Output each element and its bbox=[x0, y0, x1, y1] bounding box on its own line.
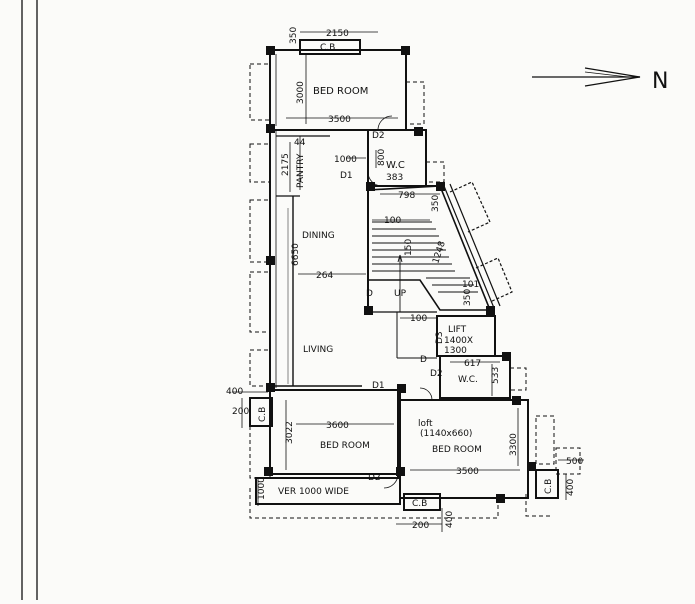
wc-right-label: W.C. bbox=[458, 375, 478, 385]
dim-3500-bottom: 3500 bbox=[456, 467, 479, 477]
bed-room-top-label: BED ROOM bbox=[313, 86, 368, 97]
door-d2-top: D2 bbox=[372, 131, 385, 141]
dim-400-bottom: 400 bbox=[445, 511, 455, 528]
bed-room-left-label: BED ROOM bbox=[320, 441, 370, 451]
dim-2150: 2150 bbox=[326, 29, 349, 39]
wc-top-label: W.C bbox=[386, 160, 405, 171]
lift-label-3: 1300 bbox=[444, 346, 467, 356]
dim-3500-top: 3500 bbox=[328, 115, 351, 125]
dim-383: 383 bbox=[386, 173, 403, 183]
dim-3600: 3600 bbox=[326, 421, 349, 431]
dining-label: DINING bbox=[302, 231, 335, 241]
lift-label-1: LIFT bbox=[448, 325, 467, 335]
door-d3: D3 bbox=[435, 331, 445, 344]
dim-500: 500 bbox=[566, 457, 583, 467]
dim-400-right: 400 bbox=[566, 479, 576, 496]
dim-3300: 3300 bbox=[509, 433, 519, 456]
columns bbox=[264, 46, 536, 503]
cupboard-top-label: C.B bbox=[320, 43, 335, 53]
dim-350-stair: 350 bbox=[431, 195, 441, 212]
north-label: N bbox=[652, 69, 668, 94]
dimension-lines bbox=[232, 31, 584, 532]
dim-100-stair: 100 bbox=[384, 216, 401, 226]
dim-200-bottom: 200 bbox=[412, 521, 429, 531]
door-d1-lower: D1 bbox=[372, 381, 385, 391]
bed-room-right-label: BED ROOM bbox=[432, 445, 482, 455]
dim-1000-ver: 1000 bbox=[257, 477, 267, 500]
cupboard-left-label: C.B bbox=[258, 407, 268, 422]
dim-400-left: 400 bbox=[226, 387, 243, 397]
verandah-label: VER 1000 WIDE bbox=[278, 487, 349, 497]
dim-533: 533 bbox=[491, 367, 501, 384]
door-d-left: D bbox=[366, 289, 373, 299]
walls bbox=[249, 39, 559, 511]
stair-up-label: UP bbox=[394, 289, 407, 299]
staircase-steps bbox=[372, 221, 478, 312]
north-arrow-icon bbox=[532, 67, 641, 87]
dim-1000-wc: 1000 bbox=[334, 155, 357, 165]
lift-label-2: 1400X bbox=[444, 336, 473, 346]
dim-150: 150 bbox=[404, 239, 414, 256]
dim-6650: 6650 bbox=[291, 243, 301, 266]
dim-101: 101 bbox=[462, 280, 479, 290]
dim-3022: 3022 bbox=[285, 421, 295, 444]
dim-264: 264 bbox=[316, 271, 333, 281]
pantry-label: PANTRY bbox=[296, 153, 306, 188]
loft-label-2: (1140x660) bbox=[420, 429, 472, 439]
door-d2-bottom: D2 bbox=[368, 473, 381, 483]
dim-617: 617 bbox=[464, 359, 481, 369]
dim-798: 798 bbox=[398, 191, 415, 201]
dim-44: 44 bbox=[294, 138, 306, 148]
door-swings bbox=[367, 115, 433, 489]
stair-window bbox=[443, 181, 513, 309]
dim-100-lift: 100 bbox=[410, 314, 427, 324]
cupboard-right-label: C.B bbox=[544, 479, 554, 494]
door-d1-upper: D1 bbox=[340, 171, 353, 181]
door-d2-wc: D2 bbox=[430, 369, 443, 379]
dim-2175: 2175 bbox=[281, 153, 291, 176]
door-d-mid: D bbox=[420, 355, 427, 365]
living-label: LIVING bbox=[303, 345, 333, 355]
window-outlines bbox=[249, 63, 581, 519]
dim-3000: 3000 bbox=[296, 81, 306, 104]
dim-1248: 1248 bbox=[431, 240, 448, 265]
dim-200-left: 200 bbox=[232, 407, 249, 417]
cupboard-bottom-label: C.B bbox=[412, 499, 427, 509]
dim-800: 800 bbox=[377, 149, 387, 166]
dim-350-lift: 350 bbox=[463, 289, 473, 306]
dim-350-top: 350 bbox=[289, 27, 299, 44]
loft-label-1: loft bbox=[418, 419, 433, 429]
